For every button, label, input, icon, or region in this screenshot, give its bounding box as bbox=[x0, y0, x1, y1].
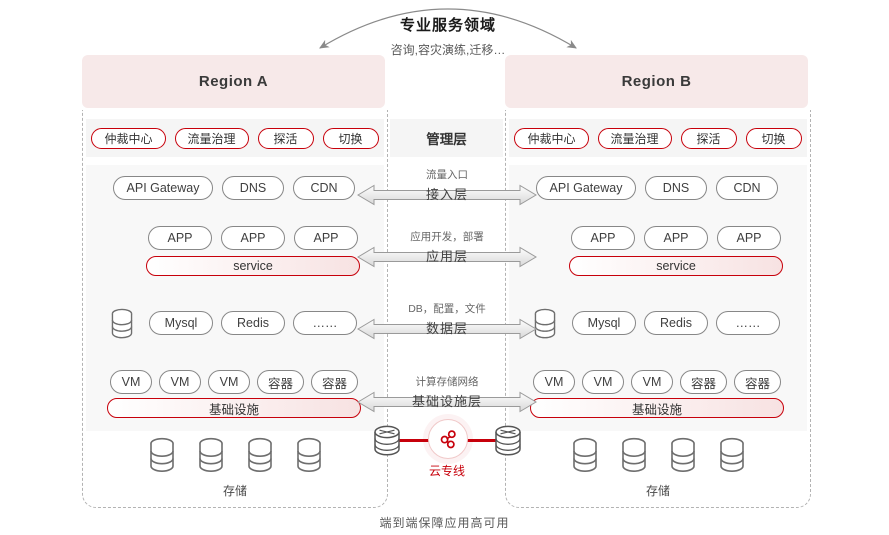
linked-nodes-icon bbox=[437, 428, 459, 450]
double-arrow-icon bbox=[357, 184, 537, 206]
vm-pill: VM bbox=[109, 370, 152, 394]
network-switch-icon bbox=[373, 424, 401, 458]
container-pill: 容器 bbox=[311, 370, 359, 394]
management-layer-band: 管理层 bbox=[390, 119, 503, 157]
region-b-access-row: API Gateway DNS CDN bbox=[530, 176, 784, 200]
layer-label: 数据层 bbox=[425, 321, 468, 336]
page-subtitle: 咨询,容灾演练,迁移… bbox=[390, 43, 506, 57]
vm-pill: VM bbox=[158, 370, 201, 394]
api-gateway-pill: API Gateway bbox=[536, 176, 636, 200]
region-a-storage-row bbox=[83, 436, 387, 476]
storage-label: 存储 bbox=[645, 484, 670, 498]
storage-cylinder-icon bbox=[148, 436, 176, 476]
mysql-pill: Mysql bbox=[149, 311, 213, 335]
storage-cylinder-icon bbox=[669, 436, 697, 476]
layer-note: 流量入口 bbox=[426, 169, 468, 181]
service-pill: service bbox=[569, 256, 783, 276]
app-pill: APP bbox=[221, 226, 285, 250]
network-switch-icon bbox=[494, 424, 522, 458]
traffic-governance-pill: 流量治理 bbox=[597, 127, 672, 149]
vm-pill: VM bbox=[207, 370, 250, 394]
professional-service-title-block: 专业服务领域 咨询,容灾演练,迁移… bbox=[300, 14, 596, 58]
storage-cylinder-icon bbox=[571, 436, 599, 476]
double-arrow-icon bbox=[357, 246, 537, 268]
storage-cylinder-icon bbox=[295, 436, 323, 476]
app-pill: APP bbox=[571, 226, 635, 250]
container-pill: 容器 bbox=[679, 370, 727, 394]
cloud-dedicated-line-label: 云专线 bbox=[428, 464, 465, 478]
layer-label: 应用层 bbox=[425, 249, 468, 264]
layer-label: 接入层 bbox=[425, 187, 468, 202]
layer-group-infrastructure: 计算存储网络 基础设施层 bbox=[357, 376, 537, 413]
vm-pill: VM bbox=[630, 370, 673, 394]
layer-note: 应用开发，部署 bbox=[410, 231, 484, 243]
probe-pill: 探活 bbox=[257, 127, 314, 149]
traffic-governance-pill: 流量治理 bbox=[174, 127, 249, 149]
region-b-box: 仲裁中心 流量治理 探活 切换 API Gateway DNS CDN APP … bbox=[505, 110, 811, 508]
switchover-pill: 切换 bbox=[745, 127, 802, 149]
double-arrow-icon bbox=[357, 391, 537, 413]
api-gateway-pill: API Gateway bbox=[113, 176, 213, 200]
double-arrow-icon bbox=[357, 318, 537, 340]
redis-pill: Redis bbox=[644, 311, 708, 335]
region-b-control-band: 仲裁中心 流量治理 探活 切换 bbox=[509, 119, 807, 157]
region-a-data-row: Mysql Redis …… bbox=[146, 311, 360, 335]
layer-label: 基础设施层 bbox=[411, 394, 482, 409]
infrastructure-pill: 基础设施 bbox=[107, 398, 361, 418]
dns-pill: DNS bbox=[222, 176, 284, 200]
cdn-pill: CDN bbox=[293, 176, 355, 200]
arbitration-center-pill: 仲裁中心 bbox=[514, 127, 589, 149]
arbitration-center-pill: 仲裁中心 bbox=[91, 127, 166, 149]
container-pill: 容器 bbox=[734, 370, 782, 394]
storage-cylinder-icon bbox=[620, 436, 648, 476]
region-b-header: Region B bbox=[505, 55, 808, 108]
mysql-pill: Mysql bbox=[572, 311, 636, 335]
region-a-header: Region A bbox=[82, 55, 385, 108]
vm-pill: VM bbox=[532, 370, 575, 394]
layer-note: DB，配置，文件 bbox=[408, 303, 486, 315]
region-b-title: Region B bbox=[621, 73, 692, 90]
region-b-data-row: Mysql Redis …… bbox=[569, 311, 783, 335]
switchover-pill: 切换 bbox=[322, 127, 379, 149]
container-pill: 容器 bbox=[256, 370, 304, 394]
storage-cylinder-icon bbox=[246, 436, 274, 476]
region-b-infra-row: VM VM VM 容器 容器 bbox=[530, 370, 784, 394]
app-pill: APP bbox=[717, 226, 781, 250]
layer-group-data: DB，配置，文件 数据层 bbox=[357, 303, 537, 340]
vm-pill: VM bbox=[581, 370, 624, 394]
region-a-box: 仲裁中心 流量治理 探活 切换 API Gateway DNS CDN APP … bbox=[82, 110, 388, 508]
app-pill: APP bbox=[644, 226, 708, 250]
database-icon bbox=[109, 308, 135, 341]
region-a-title: Region A bbox=[198, 73, 269, 90]
bottom-caption: 端到端保障应用高可用 bbox=[379, 516, 510, 530]
more-pill: …… bbox=[716, 311, 780, 335]
layer-group-access: 流量入口 接入层 bbox=[357, 169, 537, 206]
storage-cylinder-icon bbox=[197, 436, 225, 476]
region-a-control-band: 仲裁中心 流量治理 探活 切换 bbox=[86, 119, 384, 157]
cdn-pill: CDN bbox=[716, 176, 778, 200]
storage-cylinder-icon bbox=[718, 436, 746, 476]
cloud-dedicated-line-badge bbox=[428, 419, 468, 459]
region-b-storage-row bbox=[506, 436, 810, 476]
region-a-app-row: APP APP APP bbox=[146, 226, 360, 250]
service-pill: service bbox=[146, 256, 360, 276]
region-a-access-row: API Gateway DNS CDN bbox=[107, 176, 361, 200]
redis-pill: Redis bbox=[221, 311, 285, 335]
infrastructure-pill: 基础设施 bbox=[530, 398, 784, 418]
layer-note: 计算存储网络 bbox=[415, 376, 479, 388]
professional-service-arc-arrow bbox=[319, 8, 577, 49]
more-pill: …… bbox=[293, 311, 357, 335]
region-a-infra-row: VM VM VM 容器 容器 bbox=[107, 370, 361, 394]
app-pill: APP bbox=[294, 226, 358, 250]
app-pill: APP bbox=[148, 226, 212, 250]
probe-pill: 探活 bbox=[680, 127, 737, 149]
dns-pill: DNS bbox=[645, 176, 707, 200]
region-b-app-row: APP APP APP bbox=[569, 226, 783, 250]
layer-group-application: 应用开发，部署 应用层 bbox=[357, 231, 537, 268]
storage-label: 存储 bbox=[222, 484, 247, 498]
page-title: 专业服务领域 bbox=[399, 17, 496, 34]
